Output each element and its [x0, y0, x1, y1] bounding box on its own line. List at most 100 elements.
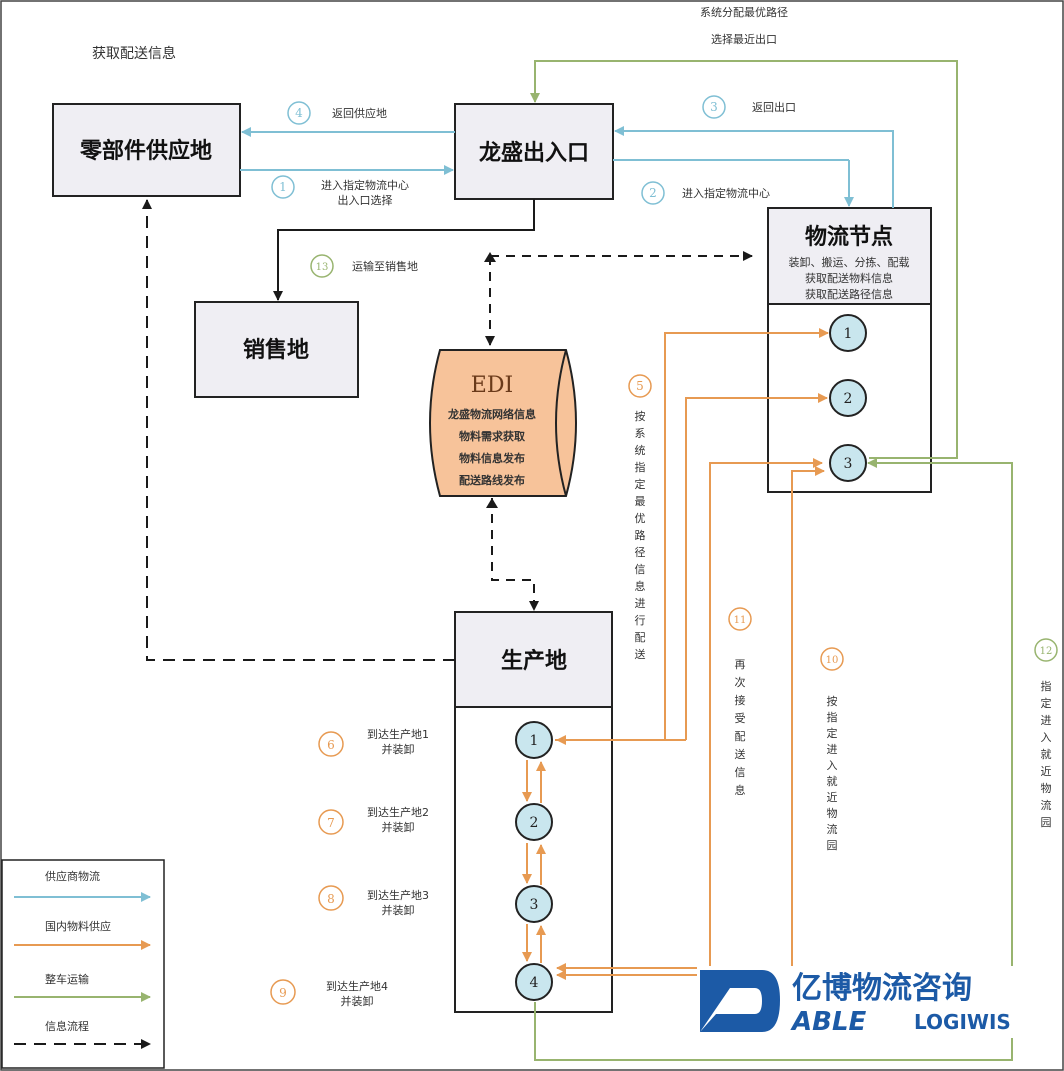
svg-text:4: 4	[530, 975, 539, 991]
step-2-label: 进入指定物流中心	[682, 186, 770, 200]
logo-cn: 亿博物流咨询	[792, 971, 972, 1006]
logo-en-b: LOGIWIS	[914, 1010, 1011, 1034]
logo-mark-icon	[700, 970, 780, 1032]
edi-line1: 龙盛物流网络信息	[447, 407, 536, 421]
svg-text:到达生产地2: 到达生产地2	[367, 805, 429, 819]
svg-text:3: 3	[530, 897, 539, 913]
exit-title: 龙盛出入口	[479, 140, 589, 166]
step-8: 8 到达生产地3 并装卸	[318, 885, 429, 917]
svg-text:并装卸: 并装卸	[382, 820, 415, 834]
step-7: 7 到达生产地2 并装卸	[318, 805, 429, 835]
node-line3: 获取配送路径信息	[805, 287, 893, 301]
production-title: 生产地	[501, 649, 567, 674]
step-5: 5 按系统指定最优路径信息进行配送	[628, 374, 652, 661]
node-point-1	[829, 314, 867, 352]
svg-text:8: 8	[327, 892, 335, 906]
step-11-vertical-label: 再次接受配送信息	[735, 658, 746, 797]
step-4: 4 返回供应地	[287, 101, 387, 125]
svg-text:5: 5	[636, 379, 644, 393]
production-point-3	[515, 885, 553, 923]
svg-text:12: 12	[1040, 646, 1053, 657]
company-logo: 亿博物流咨询 ABLE LOGIWIS	[697, 966, 1059, 1038]
info-production-supplier	[142, 199, 455, 661]
info-edi-production	[491, 498, 539, 611]
edi-line4: 配送路线发布	[459, 473, 525, 487]
step-5-vertical-label: 按系统指定最优路径信息进行配送	[635, 409, 646, 661]
step-10: 10 按指定进入就近物流园	[820, 647, 844, 852]
top-note-line1: 系统分配最优路径	[700, 6, 788, 19]
step-12-vertical-label: 指定进入就近物流园	[1041, 679, 1052, 829]
step-2: 2 进入指定物流中心	[641, 181, 770, 205]
svg-text:1: 1	[844, 326, 853, 342]
flow-node-to-exit-green	[530, 60, 958, 459]
svg-text:1: 1	[530, 733, 539, 749]
svg-text:到达生产地4: 到达生产地4	[326, 979, 388, 993]
blue-flows	[240, 126, 894, 208]
node-line2: 获取配送物料信息	[805, 271, 893, 285]
legend: 供应商物流 国内物料供应 整车运输 信息流程	[1, 859, 165, 1069]
production-point-4	[515, 963, 553, 1001]
svg-text:到达生产地1: 到达生产地1	[367, 727, 429, 741]
svg-text:并装卸: 并装卸	[382, 742, 415, 756]
flow-return-exit	[614, 126, 894, 208]
svg-text:并装卸: 并装卸	[341, 994, 374, 1008]
svg-text:到达生产地3: 到达生产地3	[367, 888, 429, 902]
supplier-title: 零部件供应地	[79, 138, 212, 164]
top-note-line2: 选择最近出口	[711, 32, 777, 46]
svg-text:3: 3	[710, 100, 718, 114]
sales-title: 销售地	[243, 337, 309, 363]
step-11: 11 再次接受配送信息	[728, 607, 752, 797]
green-flows	[530, 60, 1013, 1061]
svg-text:1: 1	[279, 180, 287, 194]
node-points: 1 2 3	[829, 314, 867, 482]
svg-text:3: 3	[844, 456, 853, 472]
step-3: 3 返回出口	[702, 95, 796, 119]
flow-production-to-node-green	[534, 458, 1013, 1061]
legend-vehicle-transport: 整车运输	[45, 972, 89, 986]
svg-text:2: 2	[530, 815, 539, 831]
edi-line3: 物料信息发布	[459, 451, 525, 465]
step-10-vertical-label: 按指定进入就近物流园	[827, 694, 838, 852]
legend-domestic-supply: 国内物料供应	[45, 919, 111, 933]
production-points: 1 2 3 4	[515, 721, 553, 1001]
production-point-1	[515, 721, 553, 759]
step-13-label: 运输至销售地	[352, 259, 418, 273]
sales-box: 销售地	[194, 301, 359, 398]
svg-text:2: 2	[844, 391, 853, 407]
svg-text:并装卸: 并装卸	[382, 903, 415, 917]
flow-to-node3-a	[709, 458, 823, 975]
svg-text:10: 10	[826, 655, 839, 666]
step-1-line1: 进入指定物流中心	[321, 178, 409, 192]
svg-text:9: 9	[279, 986, 287, 1000]
step-1-line2: 出入口选择	[338, 193, 393, 207]
legend-supplier-logistics: 供应商物流	[45, 869, 100, 883]
logo-en-a: ABLE	[790, 1007, 867, 1037]
svg-text:6: 6	[327, 738, 335, 752]
flow-exit-to-sales	[273, 199, 535, 301]
svg-text:7: 7	[327, 816, 335, 830]
edi-cylinder: EDI 龙盛物流网络信息 物料需求获取 物料信息发布 配送路线发布	[429, 349, 577, 497]
edi-title: EDI	[471, 373, 513, 398]
flow-to-node2	[685, 393, 828, 740]
svg-text:4: 4	[295, 106, 303, 120]
svg-text:13: 13	[316, 262, 329, 273]
svg-text:11: 11	[734, 615, 747, 626]
legend-info-flow: 信息流程	[45, 1019, 89, 1033]
node-title: 物流节点	[805, 224, 893, 250]
black-flows	[142, 199, 753, 661]
node-point-3	[829, 444, 867, 482]
exit-box: 龙盛出入口	[454, 103, 614, 200]
node-point-2	[829, 379, 867, 417]
header-left-text: 获取配送信息	[92, 45, 176, 62]
flow-to-node3-b	[791, 466, 825, 968]
step-1: 1 进入指定物流中心 出入口选择	[271, 175, 409, 207]
step-9: 9 到达生产地4 并装卸	[270, 979, 388, 1008]
step-6: 6 到达生产地1 并装卸	[318, 727, 429, 757]
node-line1: 装卸、搬运、分拣、配载	[789, 255, 910, 269]
step-13: 13 运输至销售地	[310, 254, 418, 278]
svg-text:2: 2	[649, 186, 657, 200]
supplier-box: 零部件供应地	[52, 103, 241, 197]
edi-line2: 物料需求获取	[459, 429, 525, 443]
